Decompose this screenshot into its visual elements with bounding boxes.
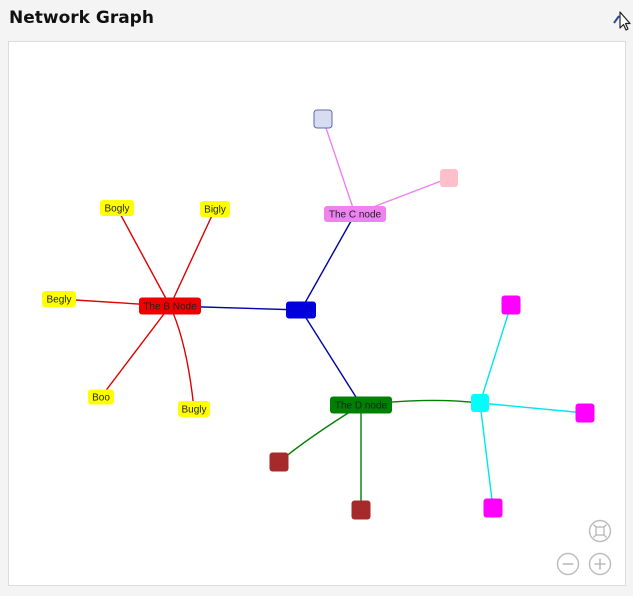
node-box-e1[interactable] (501, 295, 521, 315)
node-box-bigly[interactable] (200, 201, 230, 217)
node-label-c: The C node (329, 210, 382, 221)
node-label-bugly: Bugly (181, 405, 206, 416)
graph-node-boo[interactable]: Boo (88, 389, 114, 405)
fit-to-view-icon[interactable] (588, 519, 612, 543)
edge-hub-c (300, 213, 356, 311)
node-box-bogly[interactable] (100, 200, 134, 216)
node-label-boo: Boo (92, 393, 110, 404)
node-box-c1[interactable] (313, 109, 333, 129)
edge-d-d1 (278, 404, 362, 463)
graph-node-e1[interactable] (501, 295, 521, 315)
node-box-d1[interactable] (269, 452, 289, 472)
graph-node-e[interactable] (471, 394, 489, 412)
graph-node-bugly[interactable]: Bugly (178, 401, 210, 417)
edge-e-e2 (479, 402, 586, 414)
zoom-in-icon[interactable] (588, 552, 612, 576)
node-label-begly: Begly (46, 295, 71, 306)
zoom-out-icon[interactable] (556, 552, 580, 576)
node-box-e[interactable] (471, 394, 489, 412)
graph-node-bigly[interactable]: Bigly (200, 201, 230, 217)
graph-node-d1[interactable] (269, 452, 289, 472)
graph-node-b[interactable]: The B Node (139, 297, 201, 315)
node-label-b: The B Node (143, 302, 197, 313)
node-box-d2[interactable] (351, 500, 371, 520)
graph-node-c2[interactable] (440, 169, 458, 187)
edge-b-bigly (169, 208, 216, 307)
graph-node-c1[interactable] (313, 109, 333, 129)
node-box-begly[interactable] (42, 291, 76, 307)
node-box-bugly[interactable] (178, 401, 210, 417)
node-label-bogly: Bogly (104, 204, 129, 215)
node-label-d: The D node (335, 401, 388, 412)
pan-cursor-icon[interactable] (610, 10, 632, 32)
graph-node-hub[interactable] (286, 301, 316, 319)
edge-b-bogly (116, 207, 171, 307)
node-label-bigly: Bigly (204, 205, 226, 216)
edge-b-bugly (169, 305, 195, 410)
node-box-d[interactable] (330, 396, 392, 414)
page-title: Network Graph (9, 8, 154, 28)
graph-node-e3[interactable] (483, 498, 503, 518)
node-box-e2[interactable] (575, 403, 595, 423)
edge-e-e3 (479, 402, 494, 509)
graph-node-e2[interactable] (575, 403, 595, 423)
edge-hub-d (300, 309, 362, 406)
graph-node-begly[interactable]: Begly (42, 291, 76, 307)
graph-node-bogly[interactable]: Bogly (100, 200, 134, 216)
node-box-e3[interactable] (483, 498, 503, 518)
node-box-boo[interactable] (88, 389, 114, 405)
node-box-b[interactable] (139, 297, 201, 315)
edge-c-c1 (322, 118, 356, 215)
node-box-c2[interactable] (440, 169, 458, 187)
edge-e-e1 (479, 304, 512, 404)
graph-node-d[interactable]: The D node (330, 396, 392, 414)
edge-b-boo (100, 305, 171, 398)
graph-node-c[interactable]: The C node (324, 206, 386, 222)
graph-node-d2[interactable] (351, 500, 371, 520)
node-box-c[interactable] (324, 206, 386, 222)
node-box-hub[interactable] (286, 301, 316, 319)
